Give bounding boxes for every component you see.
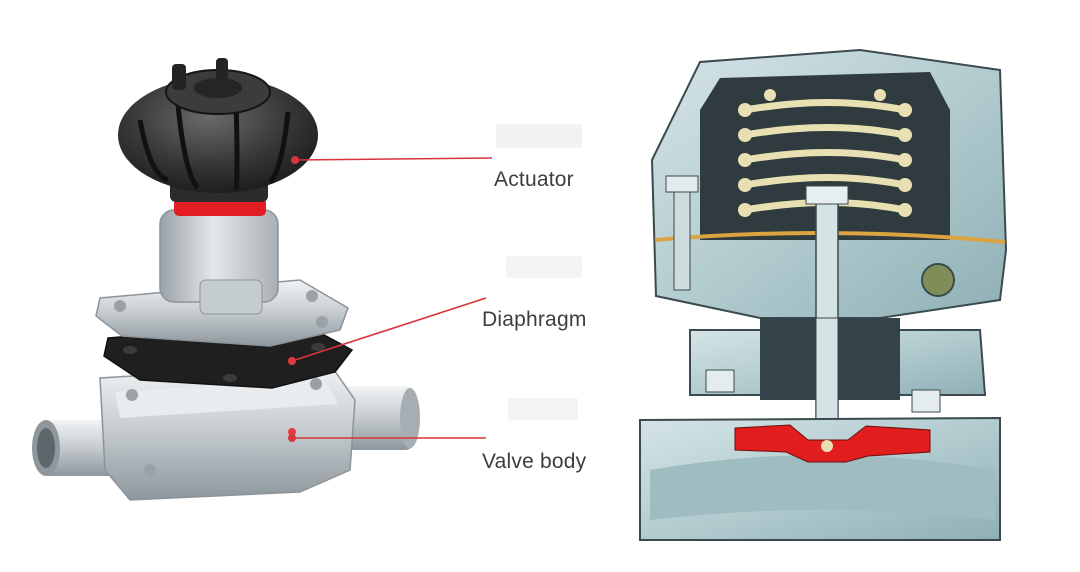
ghost-label-2 [506,256,582,278]
diaphragm-label: Diaphragm [482,308,587,331]
diaphragm-leader-line [291,297,487,362]
valve-body-part [32,363,420,501]
bonnet-part [95,209,349,347]
spring-coils [741,99,909,214]
actuator-handwheel [118,58,318,202]
diaphragm-red-cutaway [734,424,931,463]
exploded-valve-illustration [32,58,493,501]
ghost-label-1 [496,124,582,148]
cutaway-valve-illustration [639,48,1008,541]
leader-lines [288,156,493,442]
valve-body-label: Valve body [482,450,587,473]
actuator-label: Actuator [494,168,574,191]
red-ring [174,198,266,216]
ghost-label-3 [508,398,578,420]
actuator-leader-line [294,157,493,161]
